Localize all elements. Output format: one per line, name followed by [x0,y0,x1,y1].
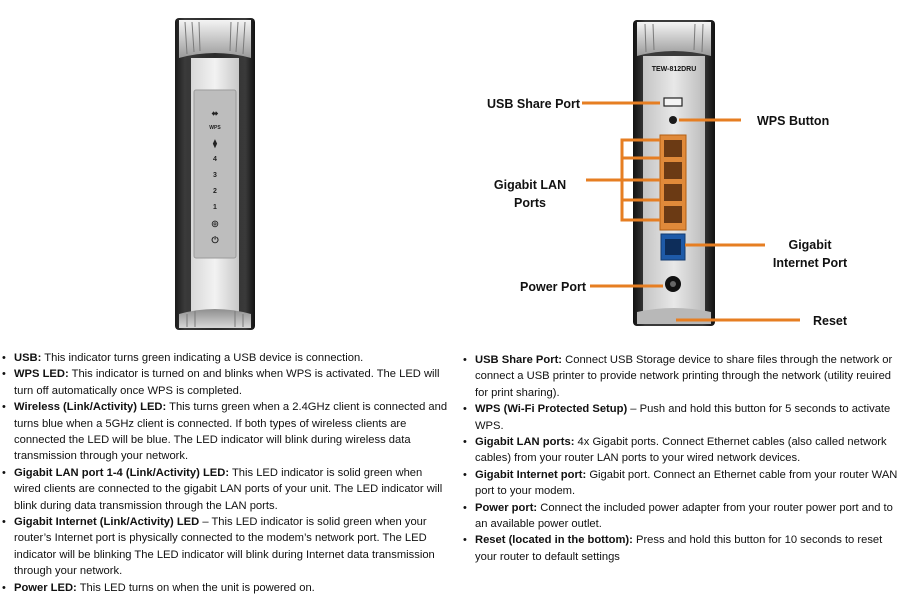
internet-globe-icon: ◎ [211,219,219,228]
item-term: Gigabit LAN ports: [475,436,575,449]
item-text: – This LED indicator is solid green when… [14,516,435,578]
item-text: Connect the included power adapter from … [475,501,893,531]
item-term: WPS (Wi-Fi Protected Setup) [475,403,628,416]
list-item: Power port: Connect the included power a… [461,500,905,533]
item-term: Gigabit Internet (Link/Activity) LED [14,516,200,529]
item-text: Gigabit port. Connect an Ethernet cable … [475,468,898,498]
callout-gigabit-internet-line2: Internet Port [772,256,848,270]
list-item: WPS LED: This indicator is turned on and… [0,366,450,399]
item-term: Reset (located in the bottom): [475,534,633,547]
router-rear-image [633,20,715,326]
item-text: 4x Gigabit ports. Connect Ethernet cable… [475,436,887,465]
led-label-4: 4 [213,156,217,163]
item-text: This indicator turns green indicating a … [41,352,364,364]
item-text: This LED turns on when the unit is power… [76,581,315,594]
item-term: USB: [14,352,42,364]
callout-gigabit-lan-ports: Gigabit LAN Ports [490,176,570,212]
model-label: TEW-812DRU [651,66,697,73]
front-led-descriptions: USB: This indicator turns green indicati… [0,350,450,596]
item-text: – Push and hold this button for 5 second… [475,403,891,432]
list-item: Gigabit LAN ports: 4x Gigabit ports. Con… [461,434,905,467]
led-label-3: 3 [213,172,217,179]
item-text: Connect USB Storage device to share file… [475,354,893,399]
item-text: This turns green when a 2.4GHz client is… [14,401,448,463]
callout-gigabit-internet-line1: Gigabit [788,238,832,252]
led-label-2: 2 [213,188,217,195]
item-term: USB Share Port: [475,354,563,366]
router-front-image [175,18,255,330]
callout-wps-button: WPS Button [757,114,830,128]
callout-gigabit-internet-port: Gigabit Internet Port [766,236,854,272]
led-label-1: 1 [213,204,217,211]
item-text: This indicator is turned on and blinks w… [14,368,440,397]
list-item: Wireless (Link/Activity) LED: This turns… [0,399,450,465]
list-item: WPS (Wi-Fi Protected Setup) – Push and h… [461,401,905,434]
list-item: Reset (located in the bottom): Press and… [461,532,905,565]
item-text: Press and hold this button for 10 second… [475,534,883,563]
item-term: Power port: [475,501,538,514]
item-term: Power LED: [14,581,77,594]
item-term: Wireless (Link/Activity) LED: [14,401,167,414]
callout-gigabit-lan-line1: Gigabit LAN [493,178,567,192]
list-item: Gigabit Internet port: Gigabit port. Con… [461,467,905,500]
list-item: USB: This indicator turns green indicati… [0,350,450,367]
list-item: USB Share Port: Connect USB Storage devi… [461,352,905,401]
usb-icon: ⬌ [211,109,219,118]
item-term: Gigabit LAN port 1-4 (Link/Activity) LED… [14,466,230,479]
item-term: Gigabit Internet port: [475,468,587,481]
list-item: Gigabit Internet (Link/Activity) LED – T… [0,514,450,580]
callout-reset: Reset [813,314,848,328]
list-item: Gigabit LAN port 1-4 (Link/Activity) LED… [0,465,450,514]
led-label-wps: WPS [209,125,221,131]
wifi-icon: ⧫ [213,139,217,148]
callout-usb-share-port: USB Share Port [487,97,581,111]
power-icon: ⏻ [211,235,219,245]
callout-gigabit-lan-line2: Ports [514,196,546,210]
list-item: Power LED: This LED turns on when the un… [0,580,450,596]
item-term: WPS LED: [14,368,69,381]
callout-power-port: Power Port [520,280,586,294]
rear-port-descriptions: USB Share Port: Connect USB Storage devi… [461,352,905,565]
item-text: This LED indicator is solid green when w… [14,466,443,512]
